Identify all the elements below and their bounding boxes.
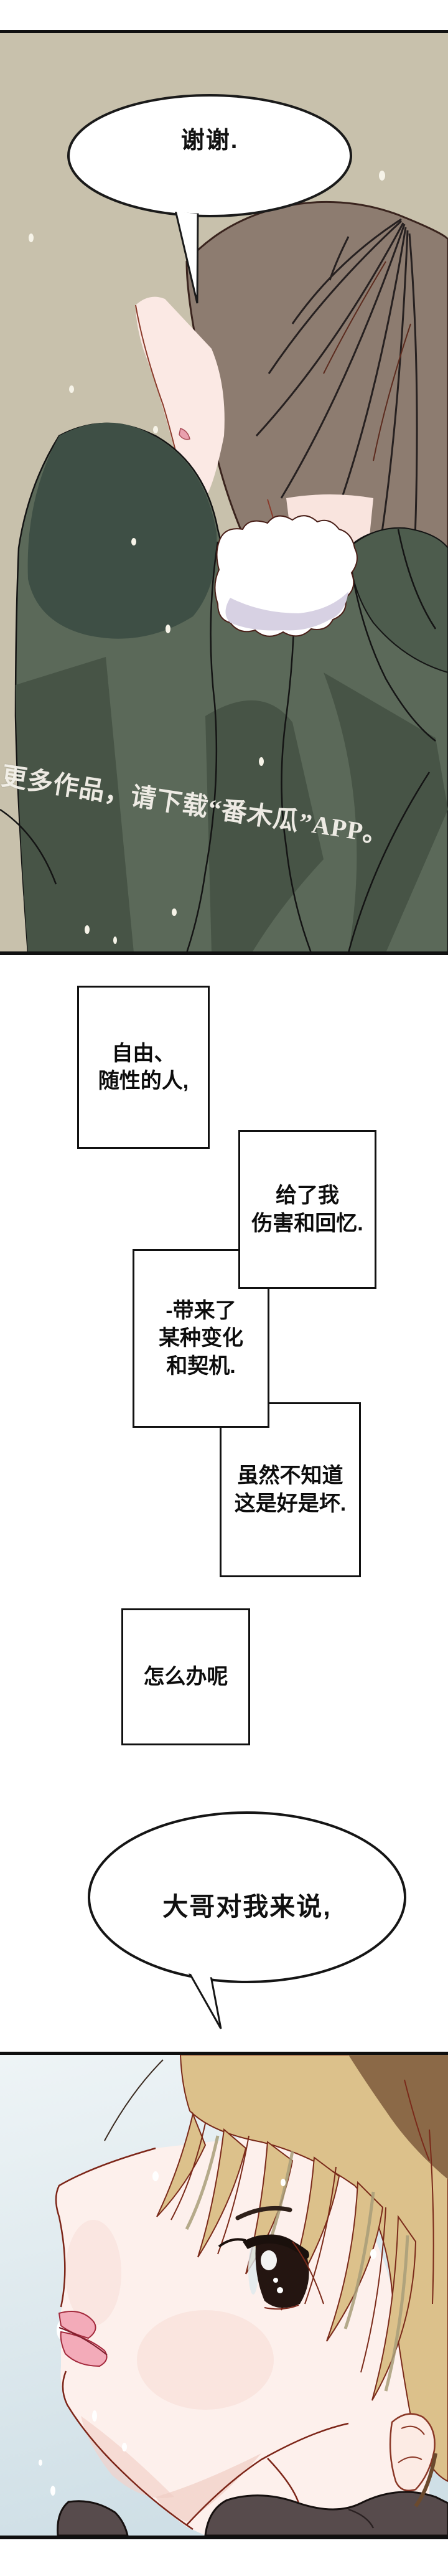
monologue-box-4: 虽然不知道 这是好是坏. xyxy=(220,1402,361,1577)
stray-hair-strand xyxy=(104,2059,164,2141)
character1-mouth xyxy=(179,428,190,440)
fur-collar xyxy=(214,515,358,637)
panel2-top-border xyxy=(0,2052,448,2055)
panel2-artwork xyxy=(0,2052,448,2539)
panel1-bottom-border xyxy=(0,951,448,955)
character2-lips xyxy=(57,2311,108,2367)
snow-on-jacket xyxy=(85,538,264,944)
panel1-artwork xyxy=(0,30,448,955)
panel1-top-border xyxy=(0,30,448,33)
character2-clothing xyxy=(57,2453,448,2537)
profile-lines xyxy=(55,2147,349,2531)
speech-bubble-2 xyxy=(88,1811,406,2029)
panel2-snow-specks xyxy=(39,2171,376,2496)
character2-face xyxy=(55,2136,429,2536)
bubble1-text: 谢谢. xyxy=(180,128,239,154)
monologue-box-4-text: 虽然不知道 这是好是坏. xyxy=(234,1464,347,1516)
speech-bubble-1 xyxy=(67,94,352,304)
hair-line-strands xyxy=(170,2079,434,2373)
monologue-box-2-text: 给了我 伤害和回忆. xyxy=(251,1184,363,1235)
character2-eye xyxy=(218,2206,324,2310)
monologue-box-5-text: 怎么办呢 xyxy=(143,1664,228,1689)
monologue-box-1: 自由、 随性的人, xyxy=(77,986,210,1149)
monologue-box-2: 给了我 伤害和回忆. xyxy=(238,1130,376,1289)
panel2-bottom-border xyxy=(0,2536,448,2539)
bubble2-text: 大哥对我来说, xyxy=(162,1892,332,1921)
eyebrow xyxy=(235,2206,292,2220)
jacket-shadows xyxy=(16,526,448,953)
character2-ear xyxy=(389,2413,436,2492)
monologue-box-1-text: 自由、 随性的人, xyxy=(98,1041,189,1093)
monologue-box-5: 怎么办呢 xyxy=(121,1608,250,1745)
character2-hair xyxy=(156,2054,448,2483)
hair-strand-tints xyxy=(323,261,411,461)
monologue-box-3-text: -带来了 某种变化 和契机. xyxy=(159,1299,243,1378)
